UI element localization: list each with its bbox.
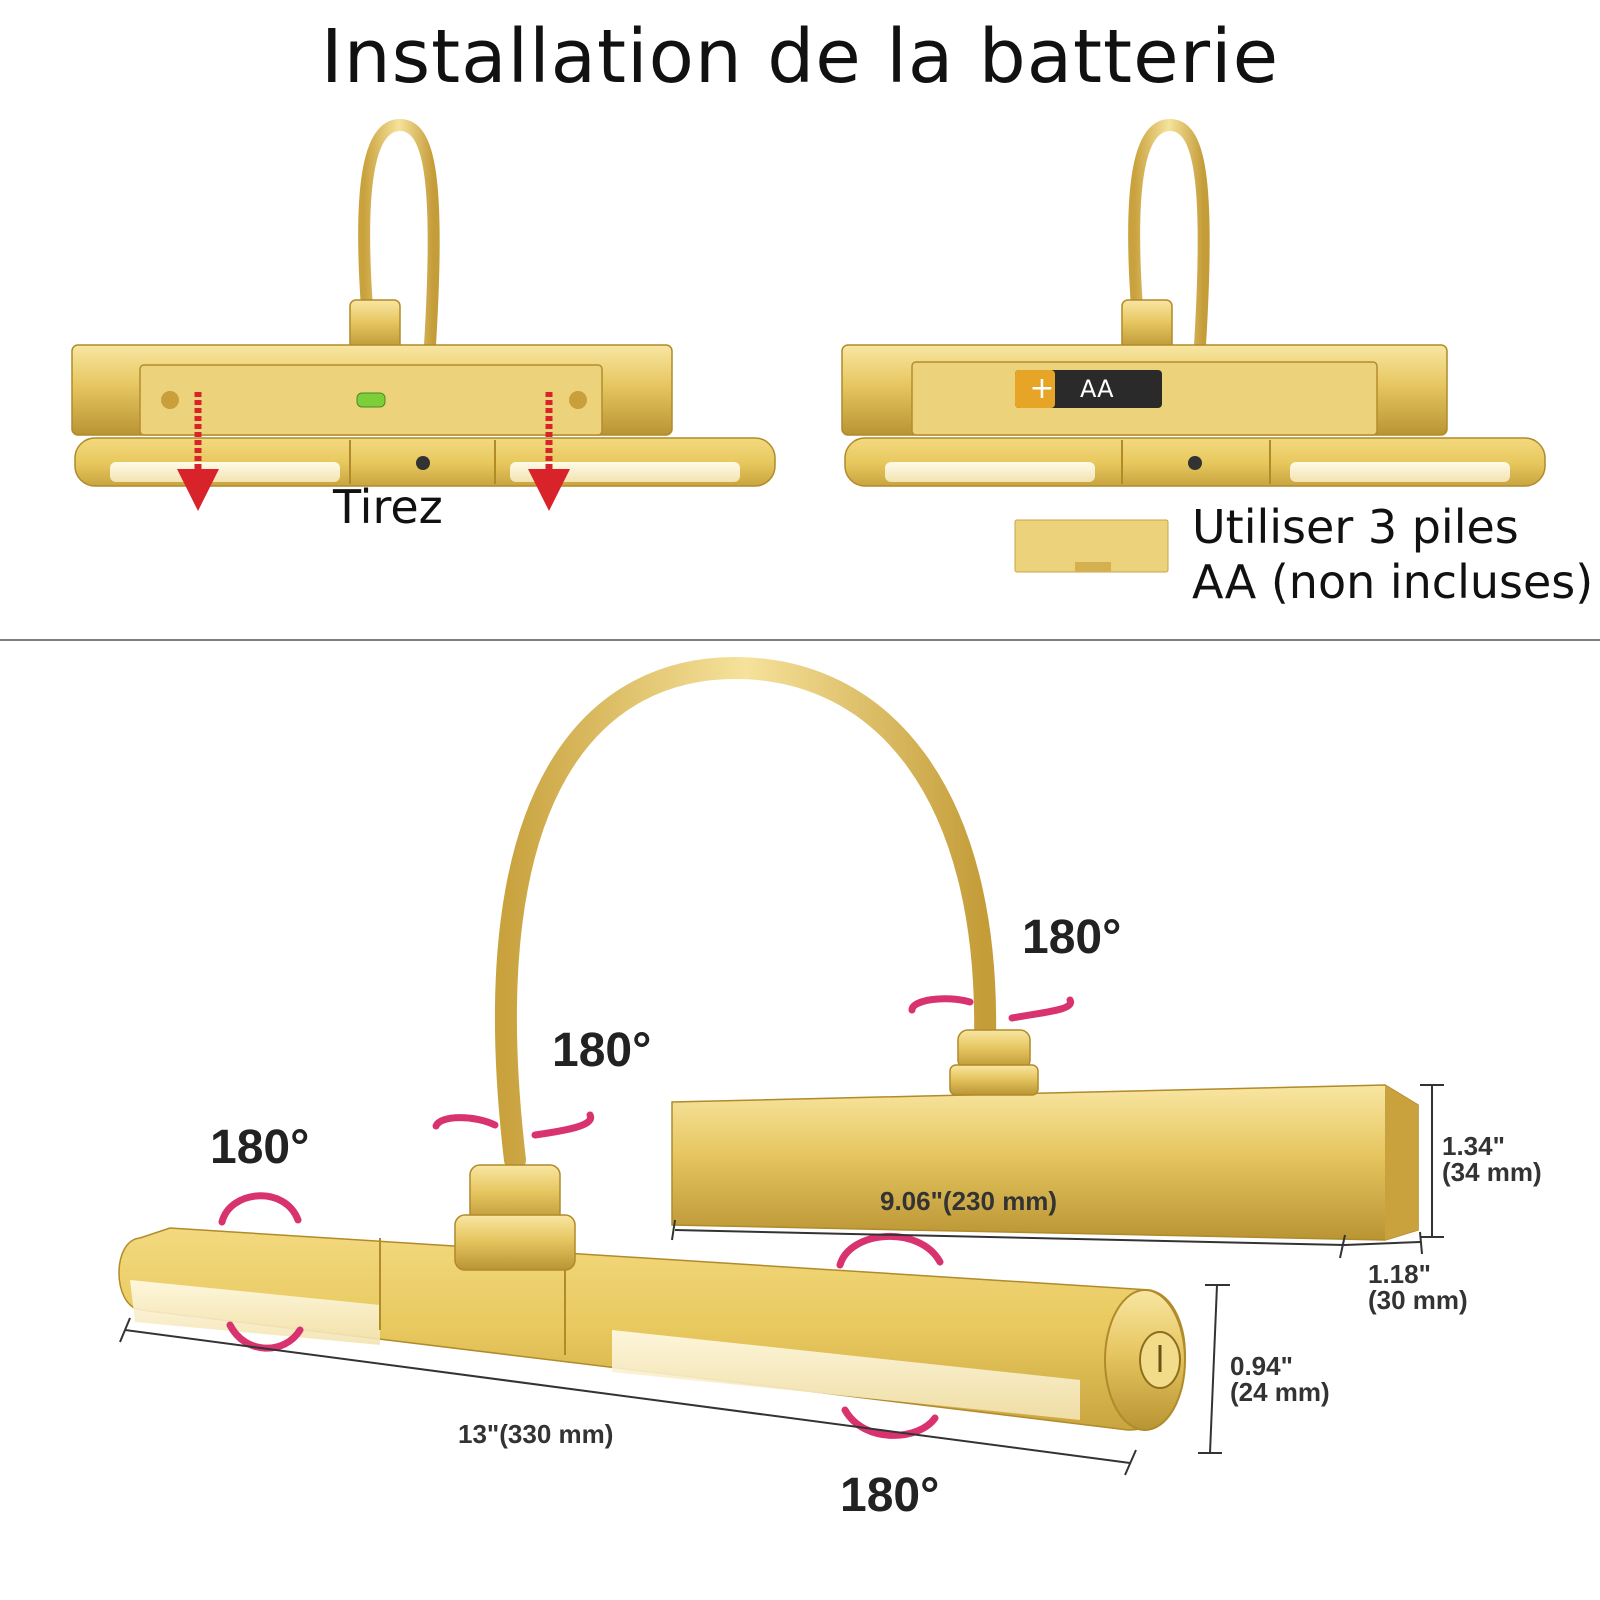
- lamp-top-right: [841, 118, 1546, 573]
- lamp-main: [118, 656, 1419, 1431]
- dim-bar-length: 13"(330 mm): [458, 1419, 614, 1449]
- dim-bar-diameter-1: 0.94": [1230, 1351, 1293, 1381]
- rotate-arrow-left-top: [218, 1192, 302, 1226]
- arm-joint: [1121, 299, 1173, 351]
- rotate-arrow-arm-top-right: [1008, 996, 1074, 1022]
- dim-base-height-1: 1.34": [1442, 1131, 1505, 1161]
- rotate-arrow-right-bottom: [841, 1406, 939, 1439]
- base-knuckle: [957, 1029, 1031, 1071]
- lens-left: [885, 462, 1095, 482]
- dim-line-bar-diameter: [1209, 1284, 1218, 1454]
- bar-hole: [416, 456, 430, 470]
- lamp-top-left: [71, 118, 776, 511]
- bar-hole: [1188, 456, 1202, 470]
- aa-battery-positive-end: [1015, 370, 1055, 408]
- battery-note-line2: AA (non incluses): [1192, 555, 1594, 609]
- rotation-label-arm-top: 180°: [1022, 911, 1122, 964]
- dim-base-depth-1: 1.18": [1368, 1259, 1431, 1289]
- keyhole-left: [161, 391, 179, 409]
- rotation-label-left-end: 180°: [210, 1121, 310, 1174]
- arm-joint: [349, 299, 401, 351]
- rotate-arrow-arm-base-left: [432, 1114, 499, 1130]
- lens-right: [1290, 462, 1510, 482]
- dim-bar-diameter-2: (24 mm): [1230, 1377, 1330, 1407]
- lens-right: [612, 1330, 1080, 1420]
- dim-base-height-2: (34 mm): [1442, 1157, 1542, 1187]
- pull-instruction: Tirez: [333, 480, 443, 534]
- lamp-arm-top-right: [1128, 118, 1210, 346]
- dimension-lines: [119, 1084, 1444, 1476]
- battery-aa-label: AA: [1080, 375, 1114, 403]
- rotation-label-bottom: 180°: [840, 1469, 940, 1522]
- dim-line-base-depth: [1344, 1241, 1421, 1246]
- cover-tab: [1075, 562, 1111, 572]
- rotation-label-arm-base: 180°: [552, 1024, 652, 1077]
- lamp-arm-top-left: [358, 118, 440, 346]
- rotate-arrow-arm-base-right: [531, 1111, 595, 1139]
- lamp-arm-main: [494, 656, 997, 1171]
- lens-left: [110, 462, 340, 482]
- dim-line-base-length: [674, 1229, 1346, 1246]
- dim-base-depth-2: (30 mm): [1368, 1285, 1468, 1315]
- wall-base: [671, 1084, 1419, 1241]
- battery-plus-label: +: [1029, 371, 1055, 406]
- lens-left: [130, 1280, 380, 1345]
- dim-base-length: 9.06"(230 mm): [880, 1186, 1058, 1216]
- rotate-arrow-right-top: [836, 1232, 944, 1269]
- base-collar: [949, 1064, 1039, 1096]
- dim-line-bar-length: [124, 1329, 1131, 1464]
- bar-collar: [454, 1214, 576, 1271]
- battery-note-line1: Utiliser 3 piles: [1192, 500, 1519, 554]
- keyhole-right: [569, 391, 587, 409]
- lens-right: [510, 462, 740, 482]
- wall-base-side: [1385, 1085, 1418, 1240]
- page-title: Installation de la batterie: [320, 14, 1280, 100]
- rotation-arrows: [218, 995, 1074, 1439]
- bubble-level: [356, 392, 386, 408]
- rotate-arrow-arm-top-left: [908, 995, 974, 1014]
